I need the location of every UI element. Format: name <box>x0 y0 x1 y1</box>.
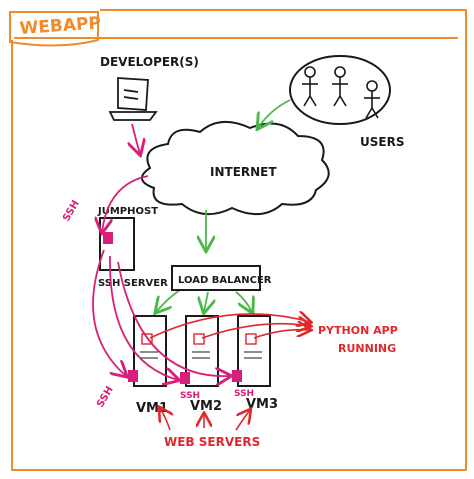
internet-to-jumphost-ssh-arrow <box>102 175 149 232</box>
python-app-label-line1: PYTHON APP <box>318 324 398 337</box>
ssh-server-label: SSH SERVER <box>98 278 168 289</box>
jumphost-ssh-badge <box>103 232 113 244</box>
users-label: USERS <box>360 135 404 149</box>
vm1-to-python-app-arrow <box>149 314 310 339</box>
web-servers-label: WEB SERVERS <box>164 435 260 449</box>
ssh-top-label: SSH <box>61 199 82 224</box>
internet-cloud <box>141 121 330 215</box>
load-balancer-label: LOAD BALANCER <box>178 275 272 286</box>
vm2-label: VM2 <box>190 399 222 414</box>
jumphost-label: JUMPHOST <box>97 206 158 217</box>
developers-label: DEVELOPER(S) <box>100 55 199 69</box>
load-balancer-box <box>171 265 261 291</box>
webservers-to-vm3-arrow <box>235 410 250 431</box>
developer-laptop-icon <box>108 77 158 121</box>
lb-to-vm3-arrow <box>235 291 252 312</box>
jumphost-to-vm3-ssh-arrow <box>117 261 230 376</box>
ssh-vm3-label: SSH <box>234 389 254 399</box>
webservers-to-vm1-arrow <box>160 408 170 431</box>
lb-to-vm1-arrow <box>156 289 181 312</box>
title-tab <box>9 11 99 47</box>
internet-label: INTERNET <box>210 165 277 179</box>
jumphost-to-vm2-ssh-arrow <box>109 255 178 380</box>
python-app-label-line2: RUNNING <box>338 342 396 355</box>
vm1-ssh-badge <box>128 370 138 382</box>
vm1-box <box>133 315 167 387</box>
developer-to-internet-arrow <box>132 123 140 154</box>
lb-to-vm2-arrow <box>204 291 208 312</box>
vm3-to-python-app-arrow <box>253 330 310 339</box>
jumphost-box <box>99 217 135 271</box>
outer-frame <box>11 9 467 471</box>
users-group <box>289 55 391 125</box>
title: WEBAPP <box>19 13 102 39</box>
vm3-label: VM3 <box>246 397 278 412</box>
ssh-bottom-left-label: SSH <box>95 385 116 410</box>
jumphost-to-vm1-ssh-arrow <box>92 249 126 376</box>
users-to-internet-arrow <box>258 99 291 128</box>
vm3-ssh-badge <box>232 370 242 382</box>
vm2-ssh-badge <box>180 372 190 384</box>
user-figures-icon <box>302 66 380 119</box>
ssh-vm2-label: SSH <box>180 391 200 401</box>
vm3-box <box>237 315 271 387</box>
vm2-box <box>185 315 219 387</box>
